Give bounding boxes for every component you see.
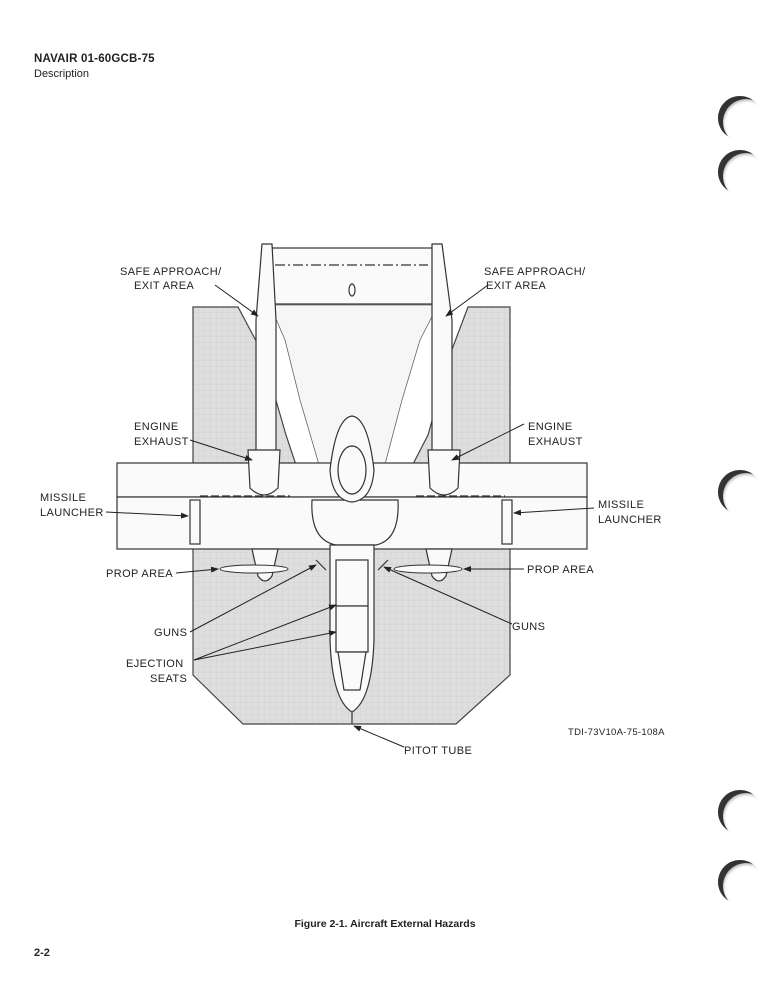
drawing-reference: TDI-73V10A-75-108A <box>568 727 665 738</box>
centre-pod <box>311 415 399 546</box>
document-number: NAVAIR 01-60GCB-75 <box>34 53 155 65</box>
label-missile-left: MISSILE <box>40 492 86 504</box>
binder-hole <box>718 860 762 904</box>
label-missile-right: MISSILE <box>598 499 644 511</box>
label-guns-left: GUNS <box>154 627 187 639</box>
label-launcher-right: LAUNCHER <box>598 514 662 526</box>
missile-launchers <box>189 499 513 545</box>
leader-lines <box>105 284 595 748</box>
document-section: Description <box>34 68 90 80</box>
binder-hole <box>718 790 762 834</box>
binder-hole <box>718 150 762 194</box>
label-guns-right: GUNS <box>512 621 545 633</box>
figure-caption: Figure 2-1. Aircraft External Hazards <box>294 918 476 930</box>
prop-areas <box>219 564 463 574</box>
engine-nacelles <box>247 449 461 582</box>
label-exit-area-right: EXIT AREA <box>486 280 547 292</box>
fuselage <box>315 544 389 724</box>
page-number: 2-2 <box>34 947 50 959</box>
label-engine-left: ENGINE <box>134 421 179 433</box>
label-prop-area-left: PROP AREA <box>106 568 173 580</box>
label-seats: SEATS <box>150 673 187 685</box>
label-exhaust-right: EXHAUST <box>528 436 583 448</box>
horizontal-tail <box>261 247 443 305</box>
label-exit-area-left: EXIT AREA <box>134 280 195 292</box>
binder-hole <box>718 470 762 514</box>
label-prop-area-right: PROP AREA <box>527 564 594 576</box>
label-safe-approach-right: SAFE APPROACH/ <box>484 266 586 278</box>
label-ejection: EJECTION <box>126 658 184 670</box>
label-engine-right: ENGINE <box>528 421 573 433</box>
label-safe-approach-left: SAFE APPROACH/ <box>120 266 222 278</box>
label-launcher-left: LAUNCHER <box>40 507 104 519</box>
label-pitot-tube: PITOT TUBE <box>404 745 472 757</box>
binder-hole <box>718 96 762 140</box>
label-exhaust-left: EXHAUST <box>134 436 189 448</box>
